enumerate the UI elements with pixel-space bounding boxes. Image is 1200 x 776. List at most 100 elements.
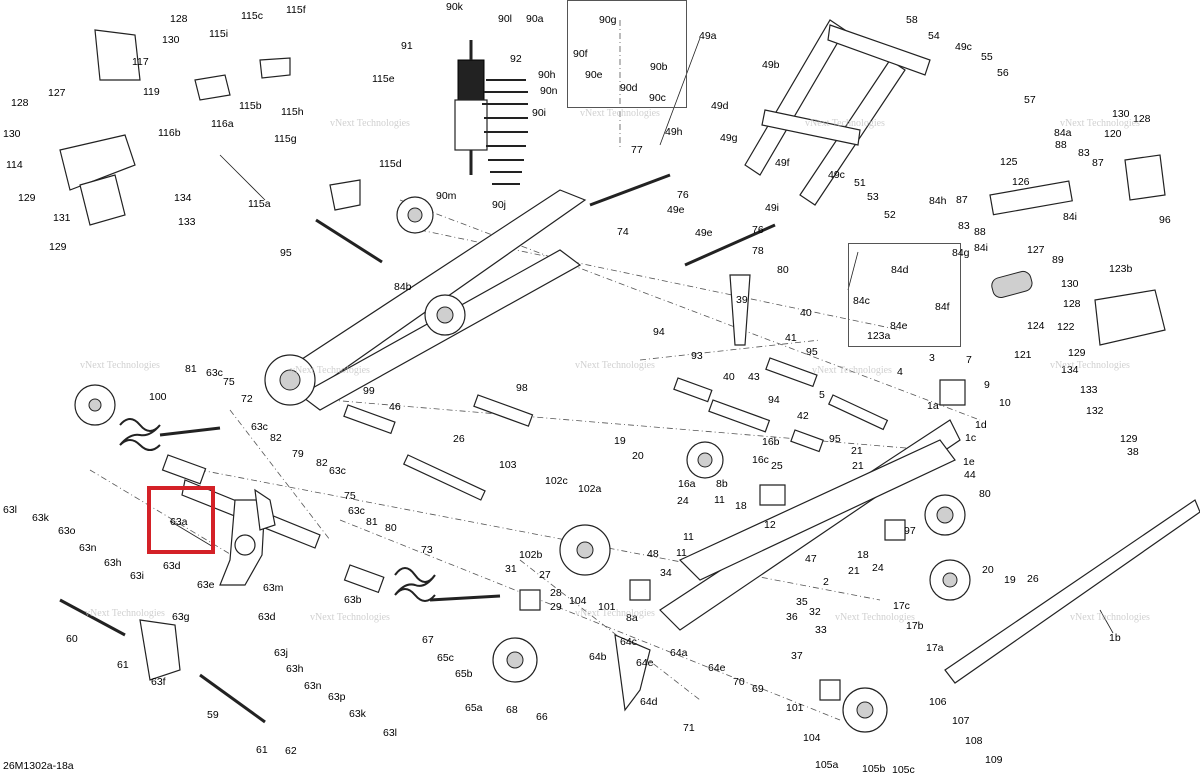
part-label-84e[interactable]: 84e [890,320,908,332]
part-label-70[interactable]: 70 [733,676,745,688]
part-label-76[interactable]: 76 [677,189,689,201]
part-label-63j[interactable]: 63j [274,647,289,659]
part-label-51[interactable]: 51 [854,177,866,189]
part-label-75[interactable]: 75 [344,490,356,502]
part-label-90i[interactable]: 90i [532,107,547,119]
part-label-18[interactable]: 18 [735,500,747,512]
part-label-132[interactable]: 132 [1086,405,1104,417]
part-label-108[interactable]: 108 [965,735,983,747]
part-label-63k[interactable]: 63k [32,512,49,524]
part-label-123b[interactable]: 123b [1109,263,1133,275]
part-label-90a[interactable]: 90a [526,13,544,25]
part-label-84g[interactable]: 84g [952,247,970,259]
part-label-63c[interactable]: 63c [251,421,268,433]
part-label-40[interactable]: 40 [800,307,812,319]
part-label-63g[interactable]: 63g [172,611,190,623]
part-label-90c[interactable]: 90c [649,92,666,104]
part-label-79[interactable]: 79 [292,448,304,460]
part-label-63k[interactable]: 63k [349,708,366,720]
part-label-102c[interactable]: 102c [545,475,568,487]
part-label-84d[interactable]: 84d [891,264,909,276]
part-label-129[interactable]: 129 [49,241,67,253]
part-label-115i[interactable]: 115i [209,28,229,40]
part-label-63l[interactable]: 63l [3,504,18,516]
part-label-49e[interactable]: 49e [667,204,685,216]
part-label-36[interactable]: 36 [786,611,798,623]
part-label-130[interactable]: 130 [1061,278,1079,290]
part-label-27[interactable]: 27 [539,569,551,581]
part-label-28[interactable]: 28 [550,587,562,599]
part-label-114[interactable]: 114 [6,159,23,171]
part-label-82[interactable]: 82 [316,457,328,469]
part-label-115h[interactable]: 115h [281,106,304,118]
part-label-58[interactable]: 58 [906,14,918,26]
part-label-80[interactable]: 80 [385,522,397,534]
part-label-115b[interactable]: 115b [239,100,262,112]
part-label-81[interactable]: 81 [185,363,197,375]
part-label-61[interactable]: 61 [256,744,268,756]
part-label-63d[interactable]: 63d [163,560,181,572]
part-label-125[interactable]: 125 [1000,156,1018,168]
part-label-98[interactable]: 98 [516,382,528,394]
part-label-17b[interactable]: 17b [906,620,924,632]
part-label-134[interactable]: 134 [1061,364,1079,376]
part-label-131[interactable]: 131 [53,212,71,224]
part-label-65a[interactable]: 65a [465,702,483,714]
part-label-90b[interactable]: 90b [650,61,668,73]
part-label-117[interactable]: 117 [132,56,149,68]
part-label-90d[interactable]: 90d [620,82,638,94]
part-label-134[interactable]: 134 [174,192,192,204]
part-label-16b[interactable]: 16b [762,436,780,448]
part-label-64e[interactable]: 64e [636,657,654,669]
part-label-102b[interactable]: 102b [519,549,543,561]
part-label-63h[interactable]: 63h [286,663,304,675]
part-label-49b[interactable]: 49b [762,59,780,71]
part-label-39[interactable]: 39 [736,294,748,306]
part-label-10[interactable]: 10 [999,397,1011,409]
part-label-63c[interactable]: 63c [348,505,365,517]
part-label-63p[interactable]: 63p [328,691,346,703]
part-label-24[interactable]: 24 [677,495,689,507]
part-label-115g[interactable]: 115g [274,133,297,145]
part-label-49c[interactable]: 49c [955,41,972,53]
part-label-49i[interactable]: 49i [765,202,780,214]
part-label-17c[interactable]: 17c [893,600,910,612]
part-label-129[interactable]: 129 [18,192,36,204]
part-label-42[interactable]: 42 [797,410,809,422]
part-label-57[interactable]: 57 [1024,94,1036,106]
part-label-53[interactable]: 53 [867,191,879,203]
part-label-109[interactable]: 109 [985,754,1003,766]
part-label-90f[interactable]: 90f [573,48,588,60]
part-label-63b[interactable]: 63b [344,594,362,606]
part-label-101[interactable]: 101 [786,702,804,714]
part-label-49d[interactable]: 49d [711,100,729,112]
part-label-17a[interactable]: 17a [926,642,944,654]
part-label-100[interactable]: 100 [149,391,167,403]
part-label-84b[interactable]: 84b [394,281,412,293]
part-label-35[interactable]: 35 [796,596,808,608]
part-label-90h[interactable]: 90h [538,69,556,81]
part-label-83[interactable]: 83 [1078,147,1090,159]
part-label-4[interactable]: 4 [897,366,903,378]
part-label-56[interactable]: 56 [997,67,1009,79]
part-label-9[interactable]: 9 [984,379,990,391]
part-label-133[interactable]: 133 [1080,384,1098,396]
part-label-91[interactable]: 91 [401,40,413,52]
part-label-34[interactable]: 34 [660,567,672,579]
part-label-60[interactable]: 60 [66,633,78,645]
part-label-119[interactable]: 119 [143,86,160,98]
part-label-11[interactable]: 11 [714,494,725,506]
part-label-90j[interactable]: 90j [492,199,507,211]
part-label-105c[interactable]: 105c [892,764,915,776]
part-label-55[interactable]: 55 [981,51,993,63]
part-label-1e[interactable]: 1e [963,456,975,468]
part-label-92[interactable]: 92 [510,53,522,65]
part-label-49g[interactable]: 49g [720,132,738,144]
part-label-129[interactable]: 129 [1068,347,1086,359]
part-label-20[interactable]: 20 [982,564,994,576]
part-label-83[interactable]: 83 [958,220,970,232]
part-label-84h[interactable]: 84h [929,195,947,207]
part-label-87[interactable]: 87 [1092,157,1104,169]
part-label-115e[interactable]: 115e [372,73,395,85]
part-label-67[interactable]: 67 [422,634,434,646]
